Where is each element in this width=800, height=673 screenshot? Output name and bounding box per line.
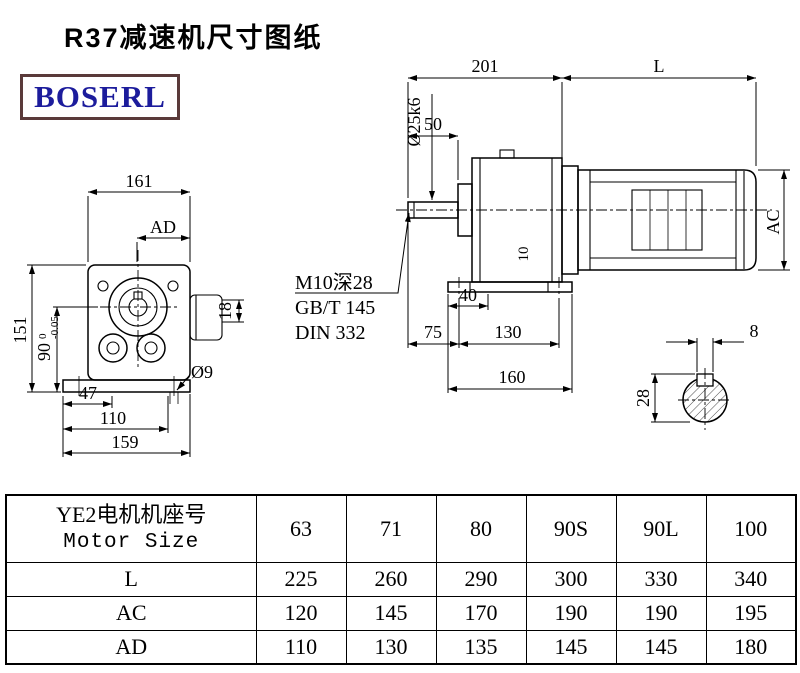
dim-18-label: 18 (215, 302, 235, 320)
table-cell: 145 (615, 629, 707, 665)
dim-ad-label: AD (150, 217, 176, 237)
dim-75-label: 75 (424, 322, 442, 342)
dim-90-label: 90 (34, 343, 54, 361)
dim-hole-d9-label: Ø9 (191, 362, 213, 382)
dim-159-label: 159 (112, 432, 139, 452)
table-cell: 120 (255, 595, 347, 631)
table-cell: 170 (435, 595, 527, 631)
table-cell: 135 (435, 629, 527, 665)
table-cell: 130 (345, 629, 437, 665)
column-header: 80 (435, 494, 527, 563)
motor-size-header-cell: YE2电机机座号 Motor Size (5, 494, 257, 563)
dim-161-label: 161 (126, 171, 153, 191)
column-header: 100 (705, 494, 797, 563)
dim-10-label: 10 (516, 247, 532, 262)
brand-logo: BOSERL (20, 74, 180, 120)
side-view: 201 L Ø25k6 50 M10深28 GB/T 145 DIN 332 4… (295, 56, 790, 393)
table-cell: 180 (705, 629, 797, 665)
note-din-standard: DIN 332 (295, 322, 366, 344)
table-cell: 190 (525, 595, 617, 631)
dim-50-label: 50 (424, 114, 442, 134)
column-header: 71 (345, 494, 437, 563)
dim-28-label: 28 (633, 389, 653, 407)
row-label: AC (5, 595, 257, 631)
table-cell: 340 (705, 561, 797, 597)
row-label: L (5, 561, 257, 597)
table-cell: 190 (615, 595, 707, 631)
row-label: AD (5, 629, 257, 665)
dim-shaft-d25k6-label: Ø25k6 (404, 98, 424, 147)
table-cell: 145 (345, 595, 437, 631)
note-gb-standard: GB/T 145 (295, 297, 375, 319)
table-row-ad: AD 110 130 135 145 145 180 (5, 629, 797, 665)
column-header: 63 (255, 494, 347, 563)
technical-drawing: 161 AD 151 90 0 -0.05 (10, 56, 790, 457)
note-tap-hole: M10深28 (295, 271, 373, 294)
table-cell: 195 (705, 595, 797, 631)
motor-size-header-en: Motor Size (63, 531, 200, 555)
table-cell: 145 (525, 629, 617, 665)
dimension-table: YE2电机机座号 Motor Size 63 71 80 90S 90L 100… (5, 494, 797, 665)
column-header: 90S (525, 494, 617, 563)
dim-110-label: 110 (100, 408, 126, 428)
dim-ac-label: AC (763, 209, 783, 234)
dim-40-label: 40 (459, 285, 477, 305)
dim-160-label: 160 (499, 367, 526, 387)
table-header-row: YE2电机机座号 Motor Size 63 71 80 90S 90L 100 (5, 494, 797, 563)
motor-size-header-cn: YE2电机机座号 (56, 501, 207, 527)
shaft-end-view: 8 28 (633, 321, 759, 430)
table-cell: 290 (435, 561, 527, 597)
front-view: 161 AD 151 90 0 -0.05 (10, 171, 244, 457)
dim-90-tol-upper: 0 (37, 333, 49, 339)
page-title: R37减速机尺寸图纸 (64, 23, 323, 53)
brand-logo-text: BOSERL (34, 79, 166, 114)
table-row-l: L 225 260 290 300 330 340 (5, 561, 797, 597)
dim-130-label: 130 (495, 322, 522, 342)
dim-l-label: L (654, 56, 665, 76)
dim-201-label: 201 (472, 56, 499, 76)
table-row-ac: AC 120 145 170 190 190 195 (5, 595, 797, 631)
column-header: 90L (615, 494, 707, 563)
table-cell: 300 (525, 561, 617, 597)
dim-8-label: 8 (750, 321, 759, 341)
table-cell: 110 (255, 629, 347, 665)
dim-90-tol-lower: -0.05 (49, 316, 61, 339)
table-cell: 225 (255, 561, 347, 597)
dim-151-label: 151 (10, 317, 30, 344)
table-cell: 330 (615, 561, 707, 597)
dim-47-label: 47 (79, 383, 97, 403)
table-cell: 260 (345, 561, 437, 597)
